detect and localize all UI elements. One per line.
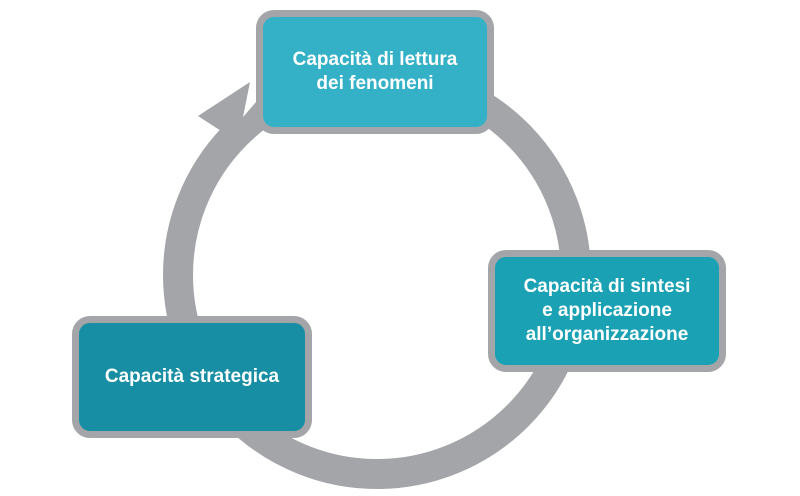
node-label: Capacità strategica bbox=[104, 366, 280, 387]
node-reading-phenomena: Capacità di lettura dei fenomeni bbox=[256, 10, 494, 134]
arrow-head-icon bbox=[198, 82, 250, 142]
node-label: Capacità di sintesi e applicazione all’o… bbox=[523, 276, 691, 345]
node-strategic: Capacità strategica bbox=[72, 316, 312, 438]
node-label: Capacità di lettura dei fenomeni bbox=[292, 49, 458, 94]
node-synthesis-application: Capacità di sintesi e applicazione all’o… bbox=[488, 250, 726, 372]
